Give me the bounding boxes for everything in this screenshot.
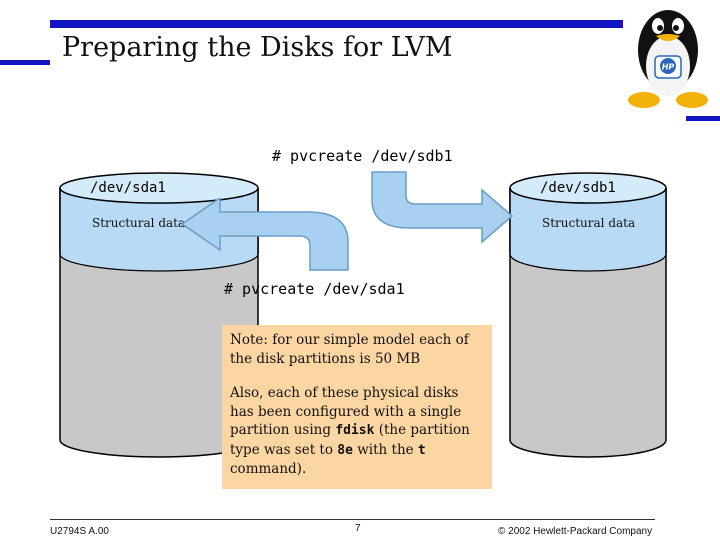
footer-divider <box>50 519 655 520</box>
footer-copyright: © 2002 Hewlett-Packard Company <box>498 526 653 537</box>
title-bar-left <box>0 60 50 65</box>
footer-course-code: U2794S A.00 <box>50 526 109 537</box>
disk-left-name: /dev/sda1 <box>90 180 166 196</box>
note-line-2: Also, each of these physical disks has b… <box>230 385 470 477</box>
command-pvcreate-sdb1: # pvcreate /dev/sdb1 <box>272 147 453 165</box>
tux-logo-icon: HP <box>628 10 708 108</box>
slide-title: Preparing the Disks for LVM <box>62 32 453 63</box>
note-box: Note: for our simple model each of the d… <box>222 325 492 489</box>
type-8e-code: 8e <box>337 442 353 458</box>
disk-right-struct: Structural data <box>542 216 636 230</box>
hp-logo-text: HP <box>662 63 675 72</box>
arrow-right-icon <box>371 171 514 244</box>
disk-right <box>509 172 667 458</box>
arrow-left-icon <box>180 198 349 271</box>
logo-bar-right <box>686 116 720 121</box>
disk-right-name: /dev/sdb1 <box>540 180 616 196</box>
footer-page-number: 7 <box>355 523 361 534</box>
title-bar-top <box>50 20 623 28</box>
command-pvcreate-sda1: # pvcreate /dev/sda1 <box>224 280 405 298</box>
note-line-1: Note: for our simple model each of the d… <box>230 332 469 367</box>
disk-left-struct: Structural data <box>92 216 186 230</box>
fdisk-code: fdisk <box>335 423 375 438</box>
t-command-code: t <box>417 442 426 458</box>
